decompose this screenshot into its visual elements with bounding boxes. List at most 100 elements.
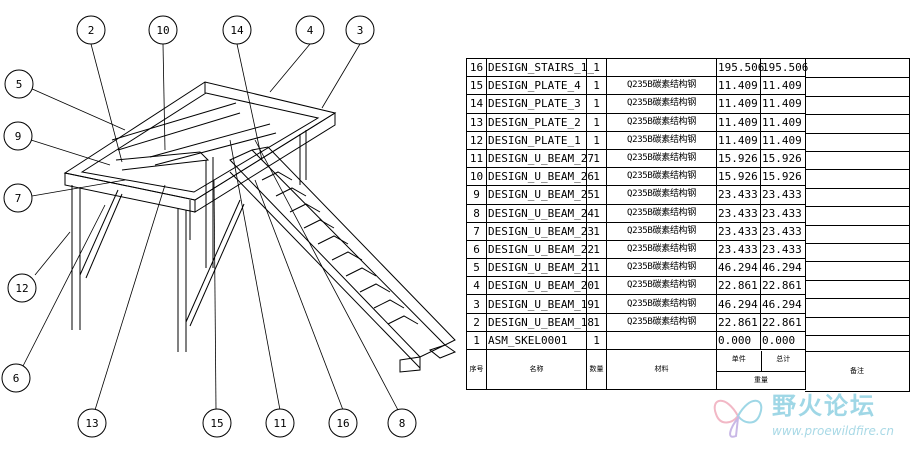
bom-cell-unit: 46.294 [716, 258, 761, 278]
balloon-2 [76, 15, 106, 45]
bom-cell-total: 23.433 [760, 221, 806, 241]
bom-cell-total: 11.409 [760, 130, 806, 150]
bom-cell-material: Q235B碳素结构钢 [606, 276, 717, 296]
bom-cell-material: Q235B碳素结构钢 [606, 185, 717, 205]
bom-remark-rule [805, 279, 909, 281]
bom-cell-no: 1 [466, 330, 487, 351]
bom-remark-rule [805, 243, 909, 244]
balloon-16 [328, 408, 358, 438]
bom-header-material: 材料 [606, 349, 717, 390]
bom-cell-no: 7 [466, 221, 487, 241]
bom-cell-unit: 22.861 [716, 276, 761, 296]
bom-cell-unit: 23.433 [716, 239, 761, 260]
bom-header-weight: 重量 [754, 375, 768, 384]
watermark: 野火论坛 www.proewildfire.cn [708, 384, 920, 446]
bom-cell-material: Q235B碳素结构钢 [606, 94, 717, 114]
bom-cell-material: Q235B碳素结构钢 [606, 294, 717, 314]
bom-cell-no: 14 [466, 94, 487, 114]
bom-cell-unit: 23.433 [716, 185, 761, 205]
bom-cell-total: 22.861 [760, 276, 806, 296]
balloon-label: 14 [230, 24, 244, 37]
bom-remark-rule [805, 77, 909, 79]
bom-remark-rule [805, 114, 909, 116]
balloon-13 [77, 408, 107, 438]
bom-cell-name: DESIGN_U_BEAM_19 [486, 294, 594, 314]
bom-remark-rule [805, 151, 909, 152]
balloon-label: 7 [15, 192, 22, 205]
bom-cell-name: DESIGN_STAIRS_1_ [486, 57, 594, 78]
bom-cell-material: Q235B碳素结构钢 [606, 112, 717, 132]
bom-remark-rule [805, 335, 909, 336]
watermark-title: 野火论坛 [772, 392, 876, 420]
bom-remark-rule [805, 169, 909, 171]
bom-cell-total: 15.926 [760, 167, 806, 187]
bom-cell-material: Q235B碳素结构钢 [606, 221, 717, 241]
bom-cell-no: 4 [466, 276, 487, 296]
bom-cell-no: 5 [466, 258, 487, 278]
balloon-10 [148, 15, 178, 45]
bom-cell-material: Q235B碳素结构钢 [606, 312, 717, 332]
bom-cell-total: 46.294 [760, 294, 806, 314]
balloon-5 [4, 69, 34, 99]
bom-cell-material: Q235B碳素结构钢 [606, 76, 717, 96]
bom-cell-no: 11 [466, 148, 487, 169]
bom-cell-qty: 1 [586, 312, 607, 332]
bom-remark-rule [805, 316, 909, 318]
balloon-label: 5 [16, 78, 23, 91]
bom-cell-name: DESIGN_PLATE_3 [486, 94, 587, 114]
bom-remark-rule [805, 224, 909, 226]
bom-cell-qty: 1 [586, 130, 607, 150]
bom-cell-name: DESIGN_U_BEAM_18 [486, 312, 594, 332]
bom-cell-unit: 11.409 [716, 130, 761, 150]
bom-cell-unit: 22.861 [716, 312, 761, 332]
bom-header-remark: 备注 [805, 351, 909, 391]
balloon-12 [7, 273, 37, 303]
bom-remark-column: 备注 [805, 58, 910, 392]
balloon-label: 15 [210, 417, 223, 430]
bom-cell-name: DESIGN_U_BEAM_25 [486, 185, 594, 205]
bom-cell-name: DESIGN_U_BEAM_21 [486, 258, 594, 278]
bom-cell-name: DESIGN_PLATE_4 [486, 76, 587, 96]
bom-cell-total: 46.294 [760, 258, 806, 278]
bom-cell-qty: 1 [586, 112, 607, 132]
leader-lines [21, 43, 399, 411]
bom-cell-total: 15.926 [760, 148, 806, 169]
bom-cell-unit: 11.409 [716, 112, 761, 132]
bom-cell-name: ASM_SKEL0001 [486, 330, 587, 351]
balloon-14 [222, 15, 252, 45]
balloon-label: 16 [336, 417, 349, 430]
bom-remark-rule [805, 187, 909, 189]
bom-cell-total: 11.409 [760, 112, 806, 132]
bom-cell-no: 2 [466, 312, 487, 332]
bom-cell-unit: 15.926 [716, 148, 761, 169]
bom-cell-total: 22.861 [760, 312, 806, 332]
bom-header-qty: 数量 [586, 349, 607, 390]
balloon-7 [3, 183, 33, 213]
balloon-label: 2 [88, 24, 95, 37]
bom-cell-total: 11.409 [760, 76, 806, 96]
bom-cell-no: 12 [466, 130, 487, 150]
bom-cell-unit: 23.433 [716, 221, 761, 241]
bom-cell-no: 3 [466, 294, 487, 314]
bom-cell-name: DESIGN_U_BEAM_20 [486, 276, 594, 296]
watermark-url: www.proewildfire.cn [772, 424, 894, 438]
balloon-label: 10 [156, 24, 169, 37]
bom-cell-unit: 46.294 [716, 294, 761, 314]
balloon-8 [387, 408, 417, 438]
bom-cell-no: 9 [466, 185, 487, 205]
bom-cell-total: 0.000 [760, 330, 806, 351]
bom-cell-unit: 11.409 [716, 76, 761, 96]
bom-cell-material: Q235B碳素结构钢 [606, 148, 717, 169]
